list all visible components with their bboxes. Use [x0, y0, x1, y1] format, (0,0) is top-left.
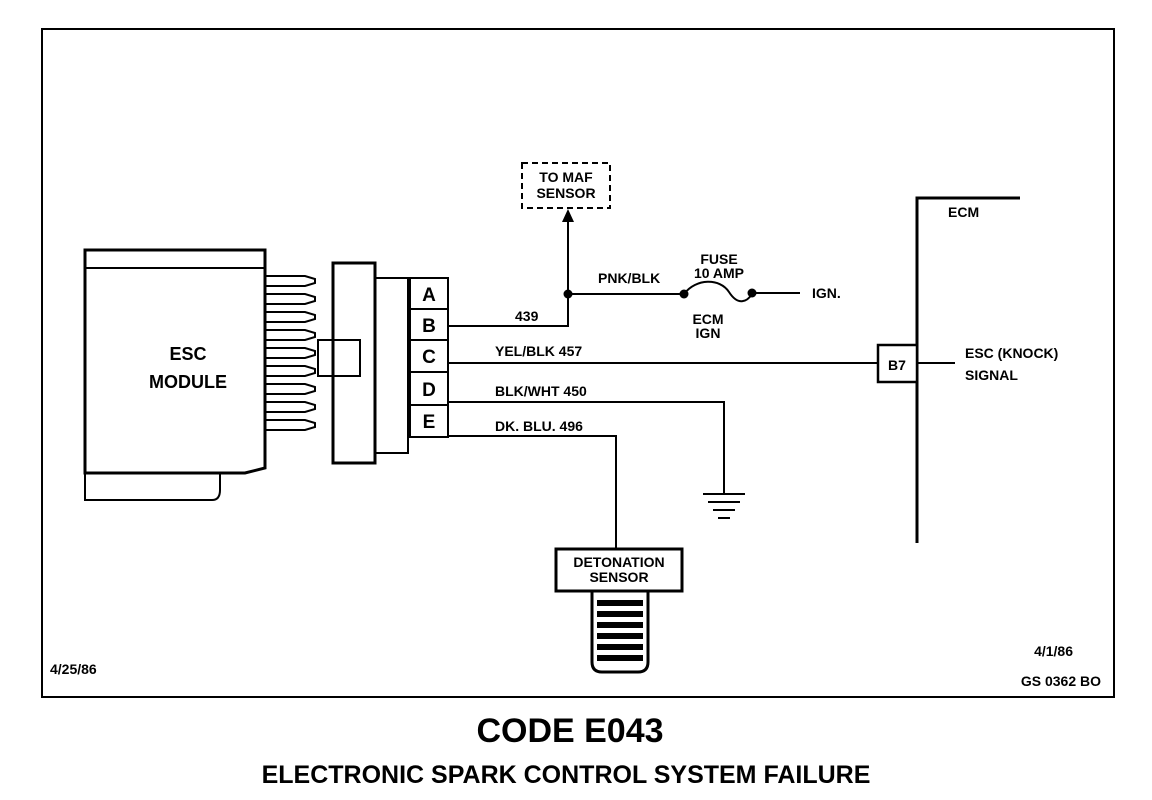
sensor-label-1: DETONATION [573, 554, 664, 570]
esc-module-label-2: MODULE [149, 372, 227, 392]
arrow-to-maf-icon [562, 209, 574, 222]
wire-496-label: DK. BLU. 496 [495, 418, 583, 434]
wire-450: BLK/WHT 450 [448, 383, 745, 519]
connector-latch [317, 339, 361, 377]
diagram-frame [41, 28, 1115, 698]
ecm-label: ECM [948, 204, 979, 220]
esc-signal-label-1: ESC (KNOCK) [965, 345, 1058, 361]
maf-label-2: SENSOR [536, 185, 595, 201]
wire-457: YEL/BLK 457 [448, 343, 878, 364]
wire-439: 439 PNK/BLK [448, 209, 684, 327]
sensor-label-2: SENSOR [589, 569, 648, 585]
fuse-10-amp: FUSE 10 AMP ECM IGN IGN. [679, 251, 841, 341]
reference-code: GS 0362 BO [1021, 673, 1101, 689]
wire-496: DK. BLU. 496 [448, 418, 617, 549]
pin-b-label: B [422, 316, 436, 337]
fuse-label-2: 10 AMP [694, 265, 744, 281]
fuse-label-1: FUSE [700, 251, 737, 267]
esc-module-terminals [265, 275, 316, 431]
date-left: 4/25/86 [50, 661, 97, 677]
wire-457-label: YEL/BLK 457 [495, 343, 582, 359]
esc-module: ESC MODULE [83, 248, 316, 501]
caption-code: CODE E043 [476, 712, 663, 750]
fuse-element-icon [683, 280, 753, 303]
ground-icon [703, 493, 745, 519]
esc-module-label-1: ESC [169, 344, 206, 364]
maf-label-1: TO MAF [539, 169, 593, 185]
pin-c-label: C [422, 347, 436, 368]
ecm-pin-b7 [876, 343, 919, 384]
esc-module-body [83, 248, 267, 475]
wire-450-label: BLK/WHT 450 [495, 383, 587, 399]
pin-e-label: E [423, 412, 436, 433]
ecm: ECM B7 ESC (KNOCK) SIGNAL [876, 196, 1058, 543]
pin-d-label: D [422, 380, 436, 401]
date-right: 4/1/86 [1034, 643, 1073, 659]
wire-439-label: 439 [515, 308, 539, 324]
connector-pins: A B C D E [409, 277, 449, 438]
ecm-ign-label-1: ECM [692, 311, 723, 327]
maf-sensor-box: TO MAF SENSOR [521, 162, 611, 209]
ecm-pin-b7-label: B7 [888, 357, 906, 373]
wire-pnk-blk-label: PNK/BLK [598, 270, 660, 286]
connector-housing [317, 261, 409, 465]
detonation-sensor: DETONATION SENSOR [554, 547, 684, 674]
pin-a-label: A [422, 285, 436, 306]
ign-label: IGN. [812, 285, 841, 301]
sensor-threads-icon [597, 600, 643, 661]
caption-title: ELECTRONIC SPARK CONTROL SYSTEM FAILURE [262, 761, 871, 789]
esc-signal-label-2: SIGNAL [965, 367, 1018, 383]
sensor-thread-body [590, 592, 650, 674]
ecm-ign-label-2: IGN [696, 325, 721, 341]
